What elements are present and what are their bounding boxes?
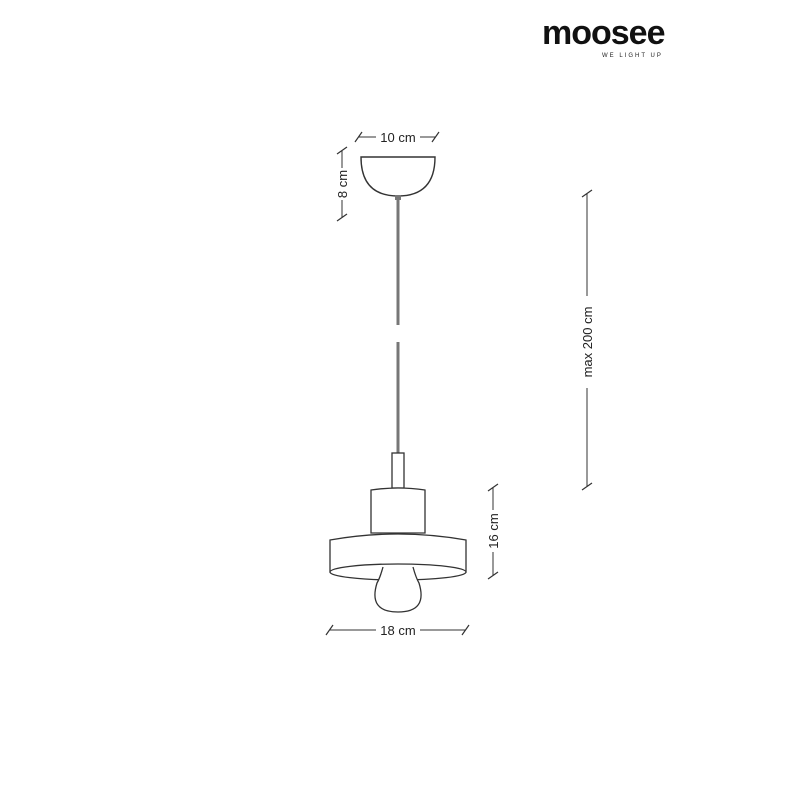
label-canopy-height: 8 cm [335,170,350,198]
dimension-max-length: max 200 cm [578,189,596,491]
stem-connector [391,452,405,489]
dimension-shade-width: 18 cm [325,621,470,638]
brand-name: moosee [542,14,665,52]
cord-grip [395,195,401,200]
brand-tagline: WE LIGHT UP [602,53,663,59]
brand-logo: moosee WE LIGHT UP [542,14,665,59]
label-shade-height: 16 cm [486,513,501,548]
dimension-shade-height: 16 cm [484,483,502,580]
shade-disc [329,533,467,581]
shade-top [370,487,426,534]
label-shade-width: 18 cm [380,623,415,638]
label-max-length: max 200 cm [580,307,595,378]
bulb [374,566,422,613]
canopy [360,156,436,200]
dimension-canopy-height: 8 cm [333,146,351,222]
dimension-canopy-width: 10 cm [354,128,440,145]
label-canopy-width: 10 cm [380,130,415,145]
